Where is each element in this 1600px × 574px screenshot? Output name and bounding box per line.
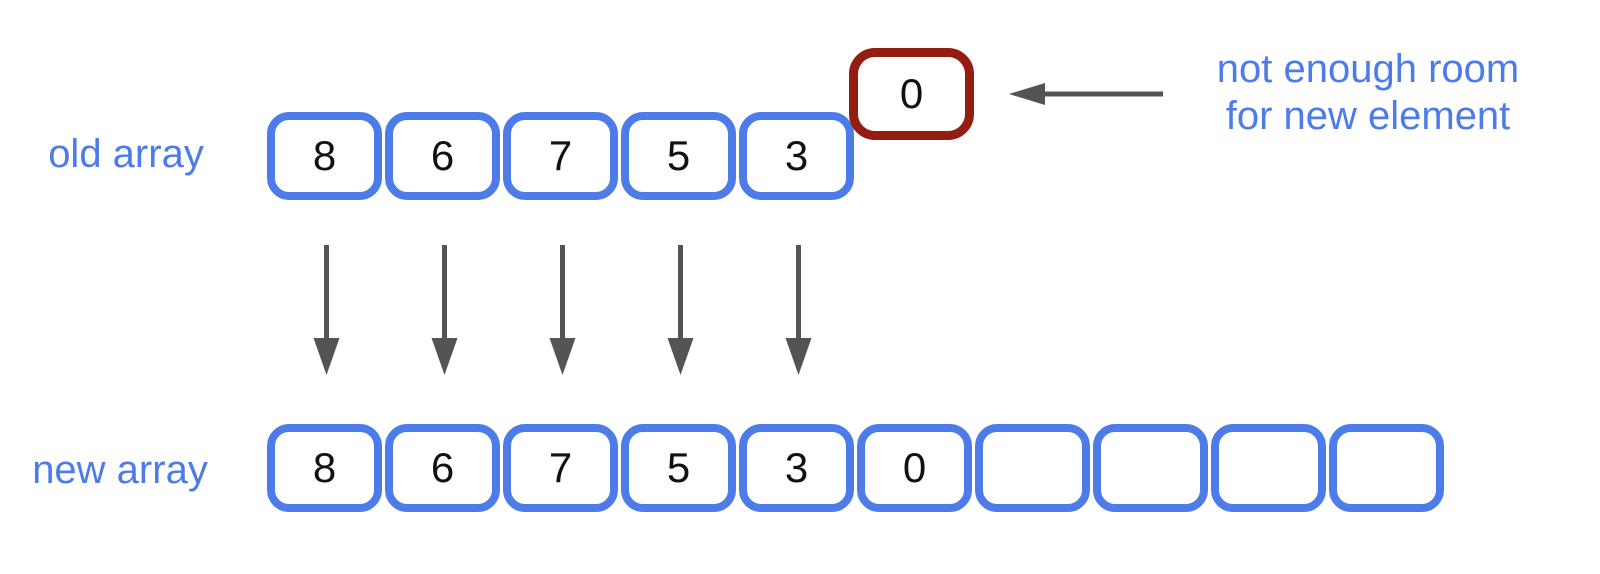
- down-arrow-icon: [549, 245, 576, 375]
- old-array-cell: 8: [267, 112, 382, 200]
- old-array-cell: 7: [503, 112, 618, 200]
- annotation-text: not enough room for new element: [1190, 46, 1546, 140]
- new-array-cell: 5: [621, 424, 736, 512]
- down-arrow-icon: [431, 245, 458, 375]
- new-array-cell: 8: [267, 424, 382, 512]
- new-array-cell: 0: [857, 424, 972, 512]
- old-array-cell: 3: [739, 112, 854, 200]
- down-arrow-icon: [313, 245, 340, 375]
- new-array-cell: [975, 424, 1090, 512]
- overflow-element-box: 0: [849, 48, 974, 140]
- annotation-line: for new element: [1225, 94, 1511, 138]
- new-array-cell: [1093, 424, 1208, 512]
- old-array-row: 8 6 7 5 3: [267, 112, 854, 200]
- new-array-label: new array: [32, 448, 208, 492]
- new-array-row: 8 6 7 5 3 0: [267, 424, 1444, 512]
- left-arrow-icon: [1009, 83, 1163, 105]
- new-array-cell: 6: [385, 424, 500, 512]
- old-array-label: old array: [48, 132, 204, 176]
- new-array-cell: [1329, 424, 1444, 512]
- down-arrow-icon: [785, 245, 812, 375]
- copy-arrows: [313, 245, 812, 375]
- new-array-cell: 7: [503, 424, 618, 512]
- old-array-cell: 6: [385, 112, 500, 200]
- new-array-cell: 3: [739, 424, 854, 512]
- down-arrow-icon: [667, 245, 694, 375]
- new-array-cell: [1211, 424, 1326, 512]
- annotation-line: not enough room: [1216, 47, 1520, 91]
- old-array-cell: 5: [621, 112, 736, 200]
